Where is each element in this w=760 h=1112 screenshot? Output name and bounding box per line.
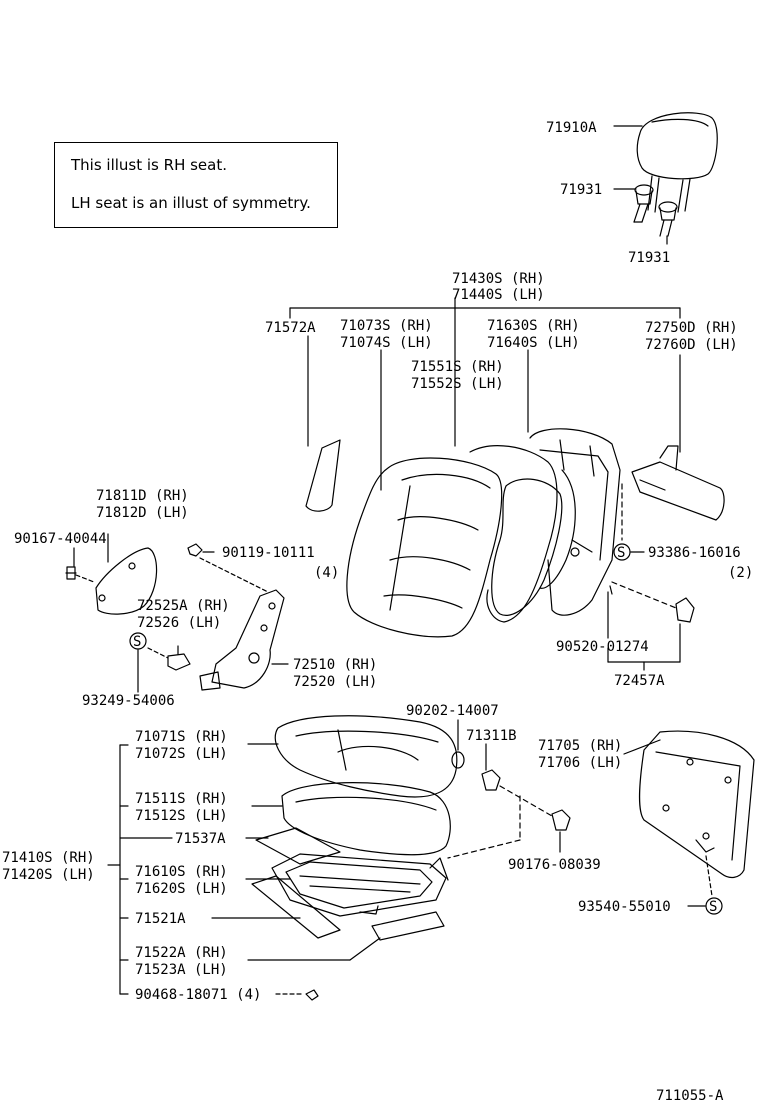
- label-90520: 90520-01274: [556, 639, 649, 655]
- label-72526: 72526 (LH): [137, 615, 221, 631]
- label-71706: 71706 (LH): [538, 755, 622, 771]
- label-71073S: 71073S (RH): [340, 318, 433, 334]
- side-trim: [305, 439, 341, 512]
- label-90119-qty: (4): [314, 565, 339, 581]
- label-71071S: 71071S (RH): [135, 729, 228, 745]
- note-box: This illust is RH seat. LH seat is an il…: [54, 142, 338, 228]
- clip-90202: [451, 751, 465, 769]
- seatback-frame: [529, 428, 621, 616]
- label-90468: 90468-18071 (4): [135, 987, 261, 1003]
- label-93540: 93540-55010: [578, 899, 671, 915]
- label-72525A: 72525A (RH): [137, 598, 230, 614]
- pad-71522A: [371, 911, 445, 941]
- cushion-pad: [281, 782, 451, 856]
- label-71620S: 71620S (LH): [135, 881, 228, 897]
- label-71523A: 71523A (LH): [135, 962, 228, 978]
- headrest-support-b: [658, 201, 678, 237]
- label-71072S: 71072S (LH): [135, 746, 228, 762]
- label-90176: 90176-08039: [508, 857, 601, 873]
- bushing-72525A: [167, 653, 191, 671]
- label-71705: 71705 (RH): [538, 738, 622, 754]
- note-line-1: This illust is RH seat.: [71, 156, 227, 174]
- label-71074S: 71074S (LH): [340, 335, 433, 351]
- label-72457A: 72457A: [614, 673, 665, 689]
- label-71552S: 71552S (LH): [411, 376, 504, 392]
- label-71511S: 71511S (RH): [135, 791, 228, 807]
- label-72510: 72510 (RH): [293, 657, 377, 673]
- label-93386-qty: (2): [728, 565, 753, 581]
- screw-90167: [65, 566, 77, 580]
- label-71522A: 71522A (RH): [135, 945, 228, 961]
- label-93386: 93386-16016: [648, 545, 741, 561]
- label-71640S: 71640S (LH): [487, 335, 580, 351]
- label-71440S: 71440S (LH): [452, 287, 545, 303]
- label-71630S: 71630S (RH): [487, 318, 580, 334]
- label-71610S: 71610S (RH): [135, 864, 228, 880]
- headrest-support-a: [633, 184, 654, 223]
- headrest: [636, 112, 718, 213]
- label-90167: 90167-40044: [14, 531, 107, 547]
- cushion-sheet: [255, 827, 341, 865]
- label-71551S: 71551S (RH): [411, 359, 504, 375]
- symbol-s-93249: S: [133, 634, 141, 650]
- cushion-frame: [271, 853, 449, 917]
- seatback-cover: [346, 457, 503, 638]
- hinge-cover: [95, 547, 158, 615]
- label-71910A: 71910A: [546, 120, 597, 136]
- label-71521A: 71521A: [135, 911, 186, 927]
- label-90119: 90119-10111: [222, 545, 315, 561]
- nut-71311B: [481, 769, 501, 791]
- label-71430S: 71430S (RH): [452, 271, 545, 287]
- drawing-number: 711055-A: [656, 1088, 724, 1104]
- symbol-s-93540: S: [709, 899, 717, 915]
- label-71410S: 71410S (RH): [2, 850, 95, 866]
- recliner-cover: [631, 445, 725, 521]
- screw-90468: [305, 989, 319, 1001]
- label-72750D: 72750D (RH): [645, 320, 738, 336]
- label-72520: 72520 (LH): [293, 674, 377, 690]
- label-90202: 90202-14007: [406, 703, 499, 719]
- cushion-cover: [274, 715, 458, 798]
- label-71420S: 71420S (LH): [2, 867, 95, 883]
- label-71811D: 71811D (RH): [96, 488, 189, 504]
- symbol-s-93386: S: [617, 545, 625, 561]
- label-71931-a: 71931: [560, 182, 602, 198]
- label-71311B: 71311B: [466, 728, 517, 744]
- pad-71521A: [251, 875, 341, 939]
- label-71512S: 71512S (LH): [135, 808, 228, 824]
- label-72760D: 72760D (LH): [645, 337, 738, 353]
- seatback-pad: [469, 445, 563, 623]
- nut-72457A: [675, 597, 695, 623]
- label-71572A: 71572A: [265, 320, 316, 336]
- nut-90176: [551, 809, 571, 831]
- back-panel: [638, 730, 755, 879]
- label-71931-b: 71931: [628, 250, 670, 266]
- label-71812D: 71812D (LH): [96, 505, 189, 521]
- label-71537A: 71537A: [175, 831, 226, 847]
- recliner: [199, 589, 285, 691]
- label-93249: 93249-54006: [82, 693, 175, 709]
- bolt-90119: [187, 543, 203, 557]
- note-line-2: LH seat is an illust of symmetry.: [71, 194, 311, 212]
